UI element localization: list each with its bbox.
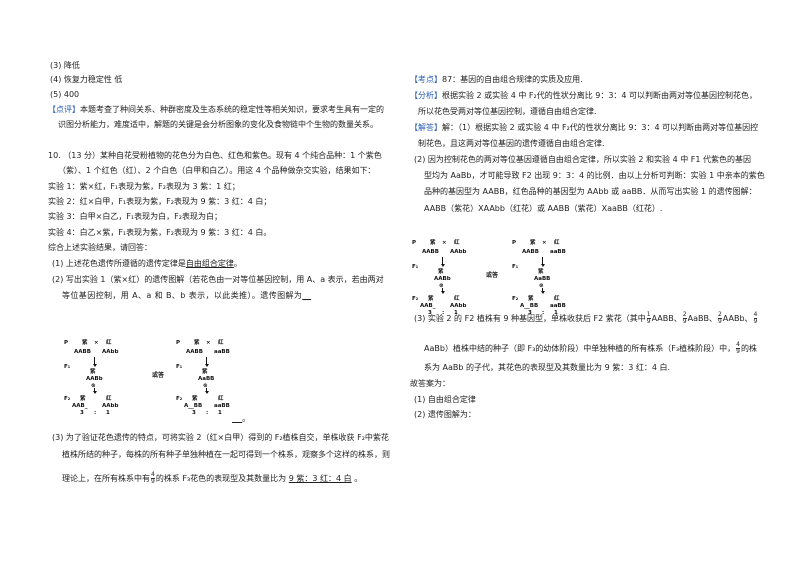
answer-3-line: (3) 降低 (50, 61, 80, 70)
experiment-1: 实验 1：紫×红，F₁表现为紫，F₂表现为 3 紫：1 红； (48, 182, 240, 191)
final-answer-label: 故答案为： (410, 379, 450, 388)
solution-3-line-3: 系为 AaBb 的子代，其花色的表现型及其数量比为 9 紫：3 红：4 白. (424, 363, 671, 372)
solution-line-2: 制花色，且这两对等位基因的遗传遵循自由组合定律. (418, 139, 605, 148)
analysis-line-2: 所以花色受两对等位基因控制，遵循自由组合定律. (418, 107, 597, 116)
solution-line-6: AABB（紫花）XAAbb（红花）或 AABB（紫花）XaaBB（红花）. (424, 204, 663, 213)
answer-5-line: (5) 400 (50, 90, 80, 99)
genetic-diagram-right-1: P 紫 × 红 AABB AAbb F₁ 紫 AABb ⊗ F₂ 紫 红 AAB… (412, 240, 467, 316)
solution-3-line-2: AaBb）植株中结的种子（即 F₃的幼体阶段）中单独种植的所有株系（F₃植株阶段… (424, 341, 757, 355)
experiment-4: 实验 4：白乙×紫，F₁表现为紫，F₂表现为 9 紫：3 红：4 白。 (48, 228, 272, 237)
answer-1: 自由组合定律 (185, 259, 234, 268)
summary-line: 综合上述实验结果，请回答： (48, 243, 152, 252)
analysis-line-1: 【分析】根据实验 2 或实验 4 中 F₂代的性状分离比 9：3：4 可以判断由… (410, 91, 758, 100)
question-2-tail: 。 (242, 414, 251, 423)
experiment-3: 实验 3：白甲×白乙，F₁表现为白，F₂表现为白； (48, 212, 222, 221)
or-label-left: 或答 (152, 372, 165, 379)
answer-3: 9 紫：3 红：4 白 (288, 474, 352, 483)
solution-line-3: (2) 因为控制花色的两对等位基因遵循自由组合定律，所以实验 2 和实验 4 中… (414, 155, 752, 164)
knowledge-point: 【考点】87：基因的自由组合规律的实质及应用. (410, 75, 583, 84)
comment-line-1: 【点评】本题考查了种间关系、种群密度及生态系统的稳定性等相关知识，要求考生具有一… (48, 105, 384, 114)
experiment-2: 实验 2：红×白甲，F₁表现为紫，F₂表现为 9 紫：3 红：4 白； (48, 197, 272, 206)
solution-line-1: 【解答】解：（1）根据实验 2 或实验 4 中 F₂代的性状分离比 9：3：4 … (410, 123, 759, 132)
or-label-right: 或答 (486, 272, 499, 279)
genetic-diagram-left-2: P 紫 × 红 AABB aaBB F₁ 紫 AaBB ⊗ F₂ 紫 红 A__… (176, 340, 230, 416)
comment-line-2: 识图分析能力，难度适中，解题的关键是会分析图象的变化及食物链中个生物的数量关系。 (58, 120, 378, 129)
question-3-line-2: 植株所结的种子，每株的所有种子单独种植在一起可得到一个株系，观察多个这样的株系，… (62, 450, 390, 459)
question-1-line: (1) 上述花色遗传所遵循的遗传定律是自由组合定律。 (52, 259, 242, 268)
final-answer-2: (2) 遗传图解为： (414, 410, 476, 419)
solution-line-5: 品种的基因型为 AABB，红色品种的基因型为 AAbb 或 aaBB．从而写出实… (424, 187, 757, 196)
question-3-line-1: (3) 为了验证花色遗传的特点，可将实验 2（红×白甲）得到的 F₂植株自交，单… (52, 433, 389, 442)
genetic-diagram-right-2: P 紫 × 红 AABB aaBB F₁ 紫 AaBB ⊗ F₂ 紫 红 A__… (512, 240, 566, 316)
final-answer-1: (1) 自由组合定律 (414, 395, 476, 404)
question-10-line-1: 10. （13 分）某种自花受粉植物的花色分为白色、红色和紫色。现有 4 个纯合… (48, 151, 382, 160)
question-10-line-2: （紫）、1 个红色（红）、2 个白色（白甲和白乙）。用这 4 个品种做杂交实验，… (58, 166, 376, 175)
answer-4-line: (4) 恢复力稳定性 低 (50, 75, 123, 84)
solution-line-4: 型均为 AaBb，才可能导致 F2 出现 9：3：4 的比例．由以上分析可判断：… (424, 171, 765, 180)
genetic-diagram-left-1: P 紫 × 红 AABB AAbb F₁ 紫 AABb ⊗ F₂ 紫 红 AAB… (64, 340, 119, 416)
question-2-line-2: 等位基因控制，用 A、a 和 B、b 表示，以此类推）。遗传图解为__ (62, 291, 312, 300)
question-2-line-1: (2) 写出实验 1（紫×红）的遗传图解（若花色由一对等位基因控制，用 A、a … (52, 275, 384, 284)
comment-tag: 【点评】 (48, 105, 80, 114)
